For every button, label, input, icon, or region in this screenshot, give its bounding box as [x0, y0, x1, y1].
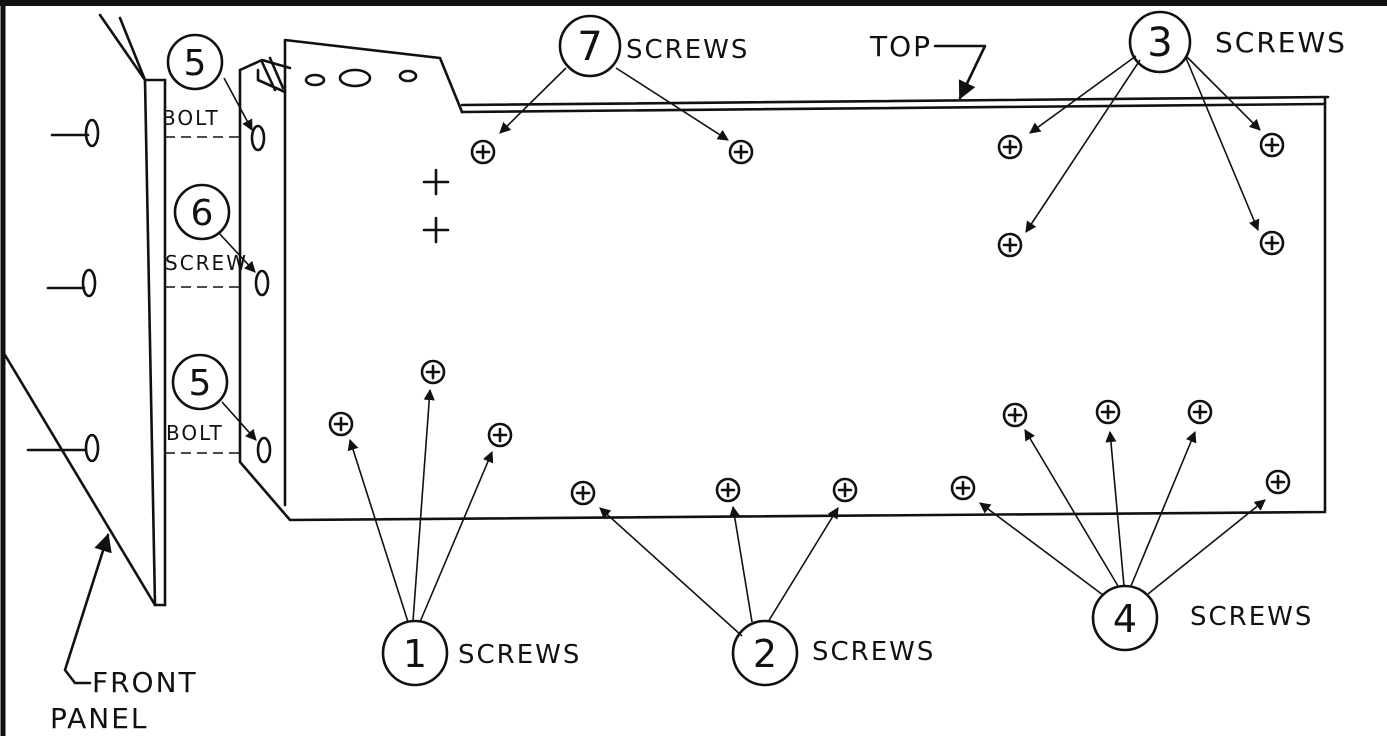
callout-4: 4 SCREWS	[1091, 584, 1313, 652]
callout-5-top: 5 BOLT	[162, 33, 224, 130]
callout-label: SCREWS	[1190, 602, 1313, 632]
screw-head	[328, 411, 354, 437]
leader-arrow	[221, 401, 257, 441]
callout-label: SCREWS	[812, 637, 935, 667]
top-label: TOP	[869, 30, 987, 100]
callout-1: 1 SCREWS	[381, 619, 581, 687]
callout-3: 3 SCREWS	[1128, 10, 1347, 74]
callout-6: 6 SCREW	[165, 183, 248, 275]
callout-label: SCREW	[165, 251, 248, 275]
screw-head	[1095, 399, 1121, 425]
callout-number: 5	[189, 363, 212, 404]
callout-7: 7 SCREWS	[558, 14, 749, 78]
screw-head	[487, 422, 513, 448]
leader-arrow	[1029, 55, 1137, 134]
screw-head	[715, 477, 741, 503]
screw-head	[1187, 399, 1213, 425]
leader-arrow	[1130, 430, 1197, 587]
top-label-text: TOP	[869, 30, 932, 63]
callout-number: 6	[191, 193, 214, 234]
callout-2: 2 SCREWS	[731, 619, 935, 687]
leader-arrow	[499, 67, 567, 134]
leader-arrow	[1147, 499, 1266, 595]
screw-heads	[328, 132, 1291, 506]
callout-number: 7	[577, 24, 602, 70]
screw-head	[997, 134, 1023, 160]
leader-arrow	[217, 231, 256, 273]
front-panel-label: FRONT PANEL	[50, 533, 198, 735]
leader-arrow	[729, 505, 753, 623]
screw-head	[570, 480, 596, 506]
callout-label: SCREWS	[1215, 26, 1347, 59]
leader-arrow	[1185, 57, 1260, 232]
leader-arrow	[599, 507, 743, 637]
callout-number: 2	[753, 632, 777, 676]
leader-arrow	[1105, 430, 1125, 587]
callout-label: BOLT	[162, 106, 220, 130]
callout-number: 1	[403, 632, 427, 676]
screw-head	[470, 139, 496, 165]
leader-arrow	[1185, 55, 1261, 131]
callout-number: 3	[1147, 20, 1172, 66]
front-panel-label-line1: FRONT	[92, 666, 198, 699]
leader-arrow	[419, 450, 494, 623]
screw-head	[950, 475, 976, 501]
callout-number: 4	[1113, 597, 1137, 641]
leader-arrow	[979, 502, 1104, 596]
callout-5-bottom: 5 BOLT	[166, 353, 229, 445]
leader-arrow	[615, 67, 729, 141]
leader-arrows	[217, 55, 1266, 637]
screw-head	[1259, 132, 1285, 158]
screw-head	[997, 232, 1023, 258]
leader-arrow	[223, 77, 253, 131]
leader-arrow	[347, 438, 409, 623]
screw-head	[728, 139, 754, 165]
chassis-plate	[238, 38, 1330, 522]
leader-arrow	[767, 507, 839, 623]
screw-head	[1259, 230, 1285, 256]
callout-label: BOLT	[166, 421, 224, 445]
callout-label: SCREWS	[626, 35, 749, 65]
screw-head	[832, 477, 858, 503]
leader-arrow	[1025, 59, 1141, 233]
front-panel-label-line2: PANEL	[50, 702, 148, 735]
front-panel	[3, 13, 167, 607]
leader-arrow	[1024, 429, 1119, 587]
callout-label: SCREWS	[458, 640, 581, 670]
screw-head	[420, 359, 446, 385]
callout-number: 5	[184, 43, 207, 84]
screw-head	[1002, 402, 1028, 428]
screw-head	[1265, 469, 1291, 495]
bracket-fasteners	[250, 124, 272, 464]
front-panel-holes	[26, 118, 245, 463]
leader-arrow	[412, 388, 435, 622]
